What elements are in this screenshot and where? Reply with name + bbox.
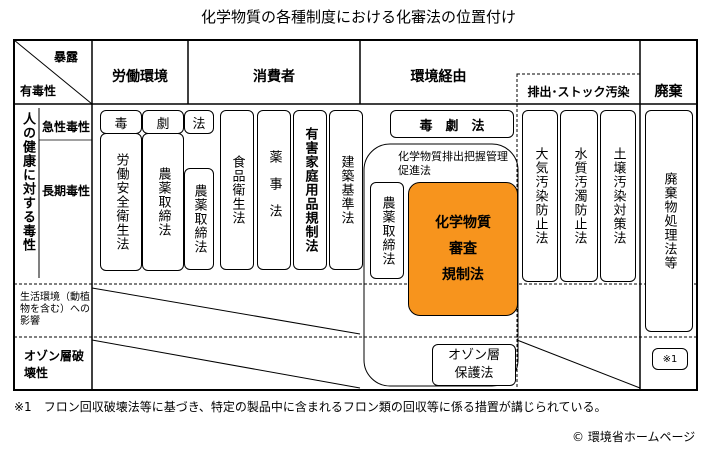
col-header-emission: 排出･ストック汚染	[527, 84, 630, 99]
pharma-law: 薬事法	[257, 110, 291, 270]
col-header-labor: 労働環境	[112, 69, 168, 85]
kashinho-line-1: 化学物質	[435, 215, 491, 231]
agri-chem-law-labor: 農薬取締法	[142, 133, 184, 271]
row-label-human-health: 人の健康に対する毒性	[20, 112, 35, 252]
poison-law-right: 毒 劇 法	[390, 110, 514, 138]
ozone-protection-law: オゾン層保護法	[432, 344, 516, 386]
col-header-waste: 廃棄	[654, 84, 683, 100]
agri-chem-law-env: 農薬取締法	[370, 182, 404, 279]
poison-law-left-3: 法	[184, 110, 214, 134]
prtr-law-label: 化学物質排出把握管理促進法	[398, 150, 508, 177]
credit: © 環境省ホームページ	[572, 430, 696, 444]
col-header-consumer: 消費者	[253, 69, 295, 85]
corner-toxicity: 有毒性	[20, 84, 57, 98]
industrial-safety-law: 労働安全衛生法	[100, 133, 142, 271]
note-mark: ※1	[652, 348, 688, 370]
air-pollution-law: 大気汚染防止法	[522, 110, 558, 282]
row-label-ozone: オゾン層破壊性	[24, 349, 85, 380]
poison-law-left-1: 毒	[100, 110, 142, 134]
kashinho-line-3: 規制法	[442, 267, 484, 283]
poison-law-left-2: 劇	[142, 110, 184, 134]
waste-management-law: 廃棄物処理法等	[645, 110, 693, 332]
kashinho-line-2: 審査	[449, 241, 477, 257]
diagram-title: 化学物質の各種制度における化審法の位置付け	[200, 8, 516, 26]
food-sanitation-law: 食品衛生法	[220, 110, 254, 270]
row-label-living-env: 生活環境（動植物を含む）への影響	[20, 292, 90, 327]
kashinho-box: 化学物質 審査 規制法	[408, 182, 518, 316]
water-pollution-law: 水質汚濁防止法	[560, 110, 598, 282]
agri-chem-law-consumer: 農薬取締法	[184, 168, 214, 270]
col-header-environment: 環境経由	[410, 69, 467, 85]
household-product-law: 有害家庭用品規制法	[293, 110, 327, 270]
building-standard-law: 建築基準法	[329, 110, 363, 270]
row-label-acute: 急性毒性	[42, 120, 91, 134]
row-label-chronic: 長期毒性	[42, 184, 91, 198]
footnote: ※1 フロン回収破壊法等に基づき、特定の製品中に含まれるフロン類の回収等に係る措…	[14, 400, 607, 414]
soil-contamination-law: 土壌汚染対策法	[600, 110, 636, 282]
corner-exposure: 暴露	[54, 50, 79, 64]
